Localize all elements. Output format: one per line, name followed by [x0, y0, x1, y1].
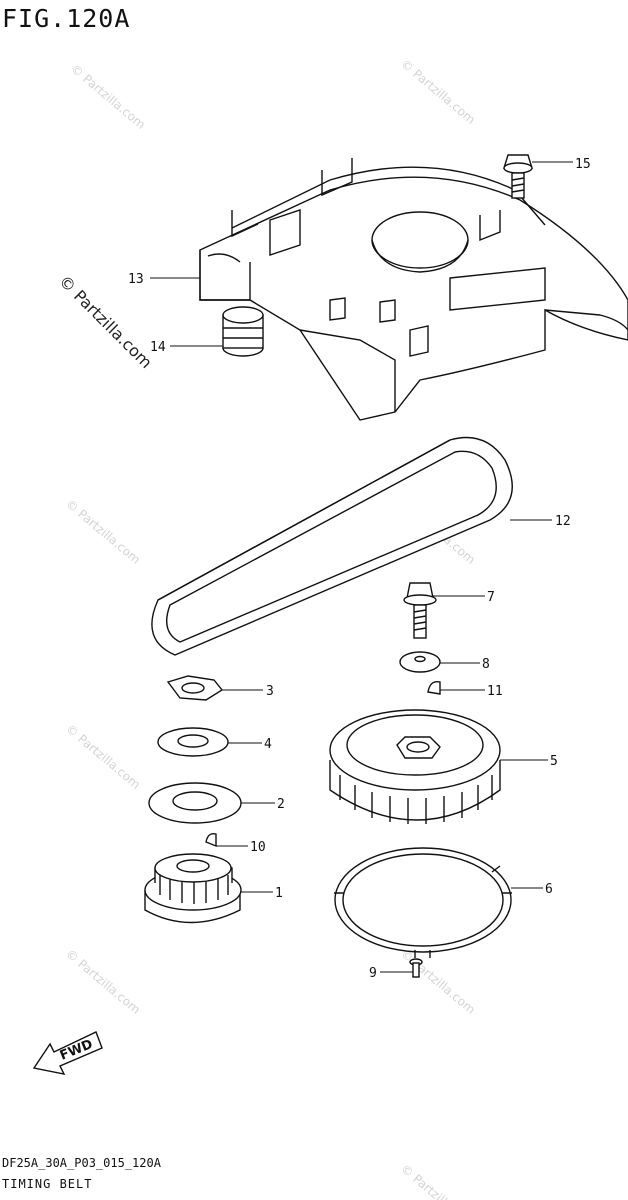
- part-9-screw: [409, 958, 423, 978]
- watermark: © Partzilla.com: [63, 722, 143, 792]
- callout-4: 4: [264, 737, 272, 752]
- part-2-guide-plate: [148, 782, 242, 824]
- callout-8: 8: [482, 657, 490, 672]
- fwd-arrow-icon: FWD: [32, 1031, 103, 1075]
- part-13-belt-cover: [199, 158, 628, 421]
- callout-9: 9: [369, 966, 377, 981]
- drawing-code: DF25A_30A_P03_015_120A: [2, 1156, 161, 1170]
- callout-13: 13: [128, 272, 144, 287]
- part-7-flange-bolt: [403, 582, 437, 639]
- callout-5: 5: [550, 754, 558, 769]
- callout-3: 3: [266, 684, 274, 699]
- part-1-drive-pulley: [144, 853, 242, 924]
- watermark: © Partzilla.com: [63, 947, 143, 1017]
- callout-1: 1: [275, 886, 283, 901]
- part-11-key: [427, 681, 441, 695]
- callout-6: 6: [545, 882, 553, 897]
- leader-lines: [150, 161, 573, 973]
- callout-15: 15: [575, 157, 591, 172]
- callout-2: 2: [277, 797, 285, 812]
- watermark: © Partzilla.com: [68, 62, 148, 132]
- callout-12: 12: [555, 514, 571, 529]
- watermark: © Partzilla.com: [63, 497, 143, 567]
- part-6-sensor-ring: [334, 847, 512, 958]
- part-12-timing-belt: [151, 436, 513, 656]
- part-4-plate: [157, 727, 229, 757]
- part-3-nut: [166, 675, 224, 701]
- part-14-grommet: [222, 306, 264, 357]
- callout-7: 7: [487, 590, 495, 605]
- watermark: © Partzilla.com: [398, 1162, 478, 1200]
- part-5-driven-pulley: [329, 709, 501, 824]
- callout-numbers: 13 14 15 12 7 8 11 3 4 2 10 1 5 6 9: [128, 157, 591, 981]
- callout-14: 14: [150, 340, 166, 355]
- part-15-bolt: [503, 154, 533, 199]
- part-8-washer: [399, 651, 441, 673]
- watermark: © Partzilla.com: [398, 947, 478, 1017]
- figure-title: FIG.120A: [2, 4, 131, 33]
- figure-caption: TIMING BELT: [2, 1177, 93, 1191]
- watermark: © Partzilla.com: [398, 57, 478, 127]
- part-10-key: [205, 832, 217, 848]
- callout-10: 10: [250, 840, 266, 855]
- callout-11: 11: [487, 684, 503, 699]
